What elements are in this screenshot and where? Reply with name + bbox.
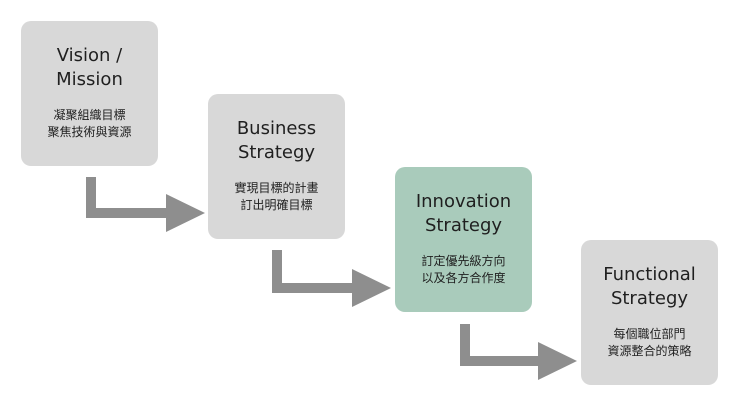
innovation-strategy-box: Innovation Strategy 訂定優先級方向 以及各方合作度	[395, 167, 532, 312]
vision-mission-title: Vision / Mission	[56, 45, 123, 90]
business-strategy-box: Business Strategy 實現目標的計畫 訂出明確目標	[208, 94, 345, 239]
business-strategy-desc: 實現目標的計畫 訂出明確目標	[234, 181, 319, 212]
arrow-vision-to-business-head	[166, 194, 205, 232]
arrow-business-to-innovation-shaft	[272, 250, 356, 293]
business-strategy-title: Business Strategy	[236, 118, 317, 163]
arrow-innovation-to-functional	[460, 324, 577, 380]
innovation-strategy-title: Innovation Strategy	[415, 191, 512, 236]
arrow-business-to-innovation	[272, 250, 391, 307]
arrow-innovation-to-functional-shaft	[460, 324, 542, 366]
arrow-vision-to-business	[86, 177, 205, 232]
vision-mission-desc: 凝聚組織目標 聚焦技術與資源	[47, 108, 132, 139]
functional-strategy-box: Functional Strategy 每個職位部門 資源整合的策略	[581, 240, 718, 385]
arrow-innovation-to-functional-head	[538, 342, 577, 380]
arrow-vision-to-business-shaft	[86, 177, 170, 218]
functional-strategy-desc: 每個職位部門 資源整合的策略	[607, 327, 692, 358]
arrow-business-to-innovation-head	[352, 269, 391, 307]
vision-mission-box: Vision / Mission 凝聚組織目標 聚焦技術與資源	[21, 21, 158, 166]
innovation-strategy-desc: 訂定優先級方向 以及各方合作度	[421, 254, 506, 285]
functional-strategy-title: Functional Strategy	[603, 264, 696, 309]
